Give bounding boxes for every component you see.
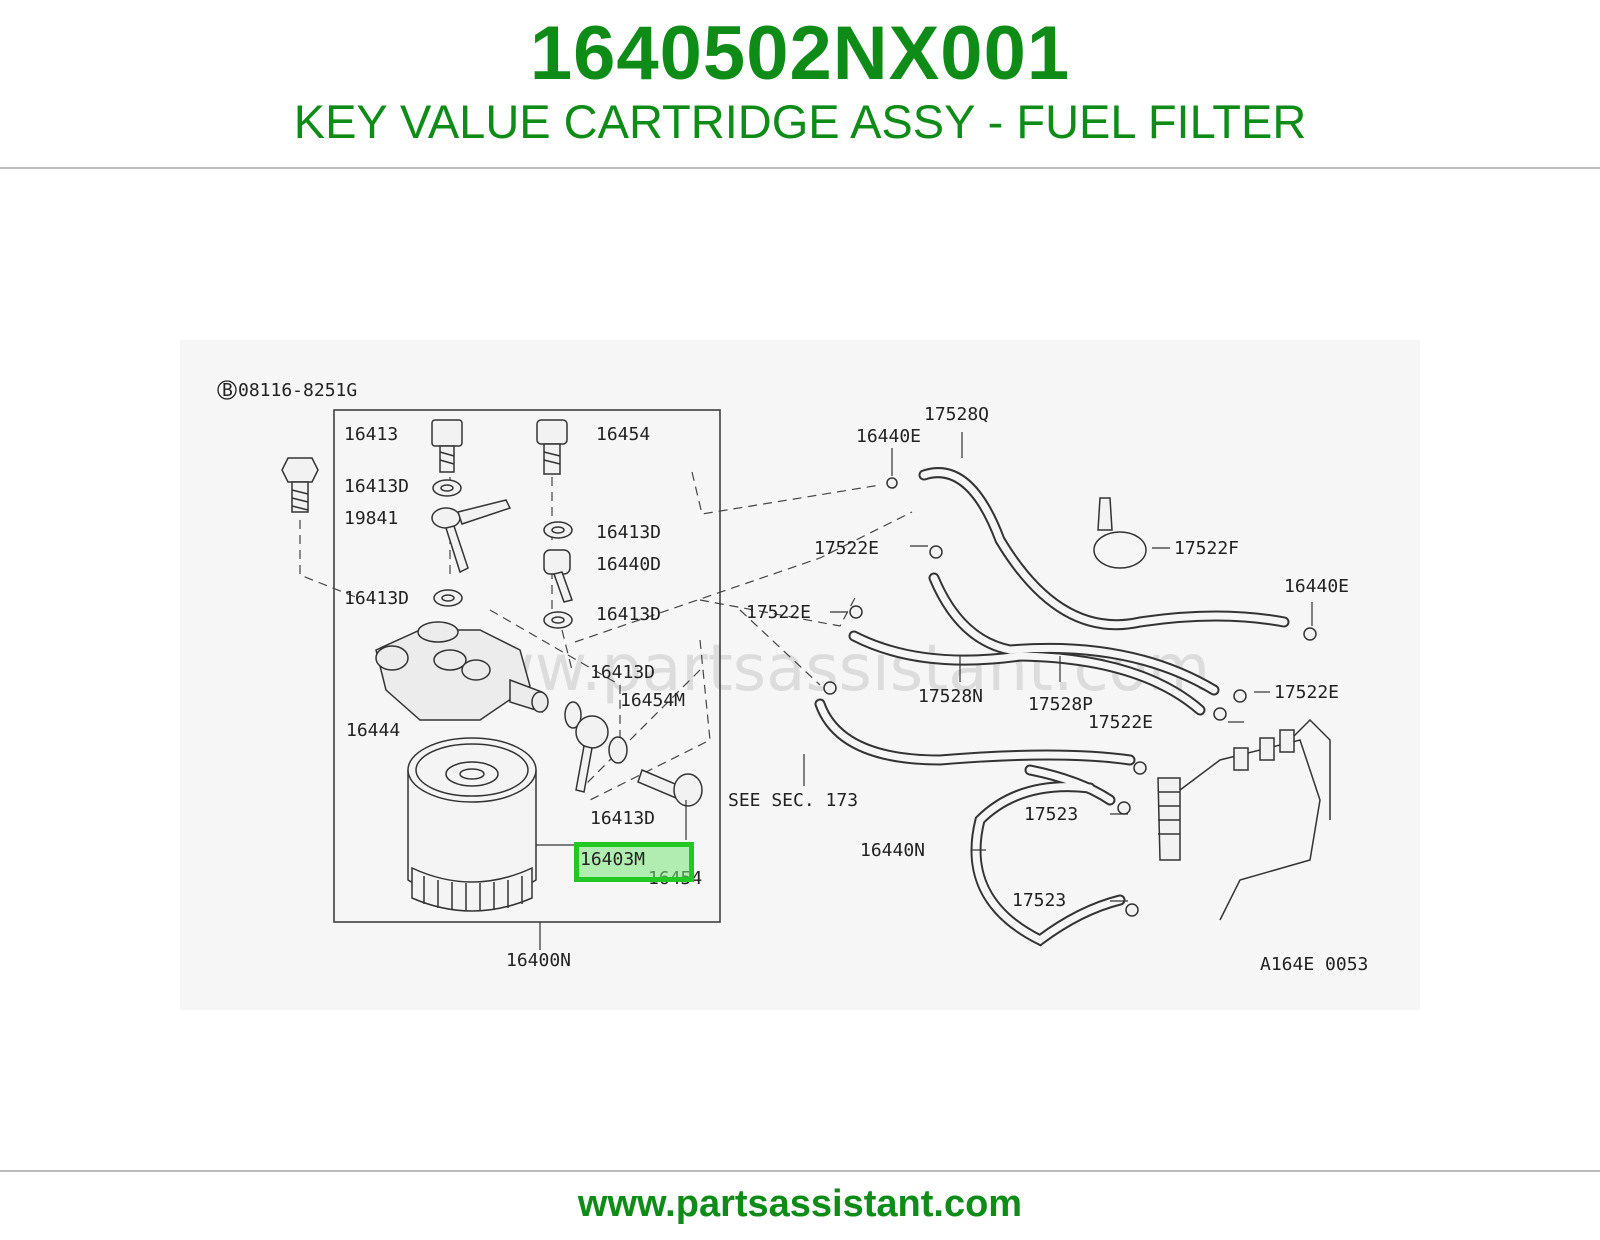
- label-16413d-c: 16413D: [344, 588, 409, 609]
- label-16440e-a: 16440E: [856, 426, 921, 447]
- label-17522e-a: 17522E: [814, 538, 879, 559]
- bolt-ref-prefix: B: [222, 380, 233, 401]
- label-17528n: 17528N: [918, 686, 983, 707]
- label-08116-8251g: 08116-8251G: [238, 380, 357, 401]
- part-number-title: 1640502NX001: [529, 11, 1071, 96]
- injection-pump: [1157, 718, 1331, 921]
- label-16400n: 16400N: [506, 950, 571, 971]
- label-17523-b: 17523: [1012, 890, 1066, 911]
- highlighted-part-label[interactable]: 16403M: [580, 849, 646, 870]
- assembly-frame: [333, 409, 721, 923]
- label-17522e-d: 17522E: [1088, 712, 1153, 733]
- page-header: 1640502NX001 KEY VALUE CARTRIDGE ASSY - …: [0, 0, 1600, 168]
- label-16413d-b: 16413D: [596, 522, 661, 543]
- leader-lines: [685, 432, 1313, 902]
- label-16413d-d: 16413D: [596, 604, 661, 625]
- bolt-16454-bottom: [637, 768, 703, 807]
- footer-divider: [0, 1170, 1600, 1172]
- label-16413d-e: 16413D: [590, 662, 655, 683]
- label-16440d: 16440D: [596, 554, 661, 575]
- label-16454-top: 16454: [596, 424, 650, 445]
- label-16444: 16444: [346, 720, 400, 741]
- label-16454m: 16454M: [620, 690, 685, 711]
- bolt-08116-8251g: [281, 457, 319, 513]
- label-16413: 16413: [344, 424, 398, 445]
- hose-clamps: [823, 477, 1317, 917]
- label-17522e-c: 17522E: [1274, 682, 1339, 703]
- diagram-drawing: www.partsassistant.com: [217, 380, 1368, 975]
- banjo-16454m: [575, 715, 609, 793]
- dashed-leaders: [299, 462, 913, 801]
- bolt-16454-top: [536, 419, 568, 475]
- filter-cartridge-16403m: [407, 737, 537, 912]
- washers: [432, 479, 628, 764]
- clip-17522f: [1093, 497, 1147, 569]
- bolt-16413: [431, 419, 463, 473]
- label-17528p: 17528P: [1028, 694, 1093, 715]
- bolt-ref-marker: [217, 380, 237, 400]
- label-19841: 19841: [344, 508, 398, 529]
- header-divider: [0, 167, 1600, 169]
- site-url[interactable]: www.partsassistant.com: [577, 1183, 1023, 1225]
- label-17522f: 17522F: [1174, 538, 1239, 559]
- filter-head-16444: [375, 621, 549, 721]
- label-see-sec-173: SEE SEC. 173: [728, 790, 858, 811]
- label-16413d-f: 16413D: [590, 808, 655, 829]
- label-17528q: 17528Q: [924, 404, 989, 425]
- highlighted-part-box[interactable]: [574, 842, 694, 882]
- parts-diagram: www.partsassistant.com: [180, 340, 1420, 1010]
- label-17523-a: 17523: [1024, 804, 1078, 825]
- fitting-19841: [431, 499, 512, 574]
- label-16440e-b: 16440E: [1284, 576, 1349, 597]
- figure-code: A164E 0053: [1260, 954, 1368, 975]
- label-16413d-a: 16413D: [344, 476, 409, 497]
- label-17522e-b: 17522E: [746, 602, 811, 623]
- fitting-16440d: [543, 549, 573, 603]
- label-16440n: 16440N: [860, 840, 925, 861]
- part-description: KEY VALUE CARTRIDGE ASSY - FUEL FILTER: [293, 95, 1307, 148]
